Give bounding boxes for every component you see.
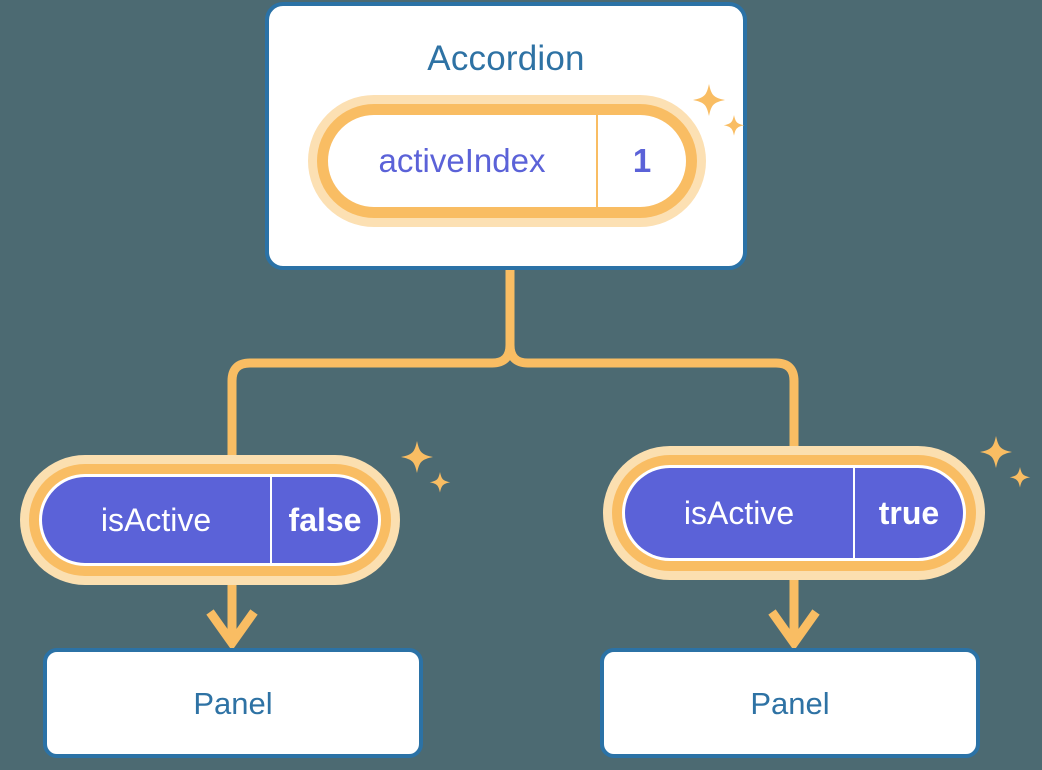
sparkle-small-icon (429, 472, 451, 493)
state-pill-is-active-true[interactable]: isActive true (603, 446, 985, 580)
state-pill-is-active-false[interactable]: isActive false (20, 455, 400, 585)
pill-body: isActive false (42, 477, 378, 563)
pill-body: isActive true (625, 468, 963, 558)
sparkle-group-left (401, 441, 451, 493)
state-pill-key: isActive (683, 494, 795, 531)
pill-divider (270, 477, 272, 563)
panel-node-title: Panel (193, 685, 273, 721)
sparkle-icon (401, 441, 433, 473)
state-pill-key: activeIndex (378, 142, 546, 179)
sparkle-group-right (980, 436, 1031, 488)
state-pill-value: false (288, 501, 362, 538)
connector-split-path (227, 265, 515, 475)
arrow-down-icon-right (768, 578, 820, 651)
connector-split-path-right (505, 265, 799, 467)
panel-node-right[interactable]: Panel (600, 648, 980, 758)
arrow-down-icon-left (206, 580, 258, 651)
accordion-node-title: Accordion (427, 39, 585, 78)
pill-divider (853, 468, 855, 558)
pill-body: activeIndex 1 (328, 115, 686, 207)
state-pill-value: true (878, 494, 940, 531)
state-pill-key: isActive (100, 501, 212, 538)
state-pill-value: 1 (632, 142, 652, 179)
state-pill-active-index[interactable]: activeIndex 1 (308, 95, 706, 227)
panel-node-title: Panel (750, 685, 830, 721)
sparkle-small-icon (1009, 467, 1031, 488)
pill-divider (596, 115, 598, 207)
panel-node-left[interactable]: Panel (43, 648, 423, 758)
pill-gap (328, 115, 686, 207)
